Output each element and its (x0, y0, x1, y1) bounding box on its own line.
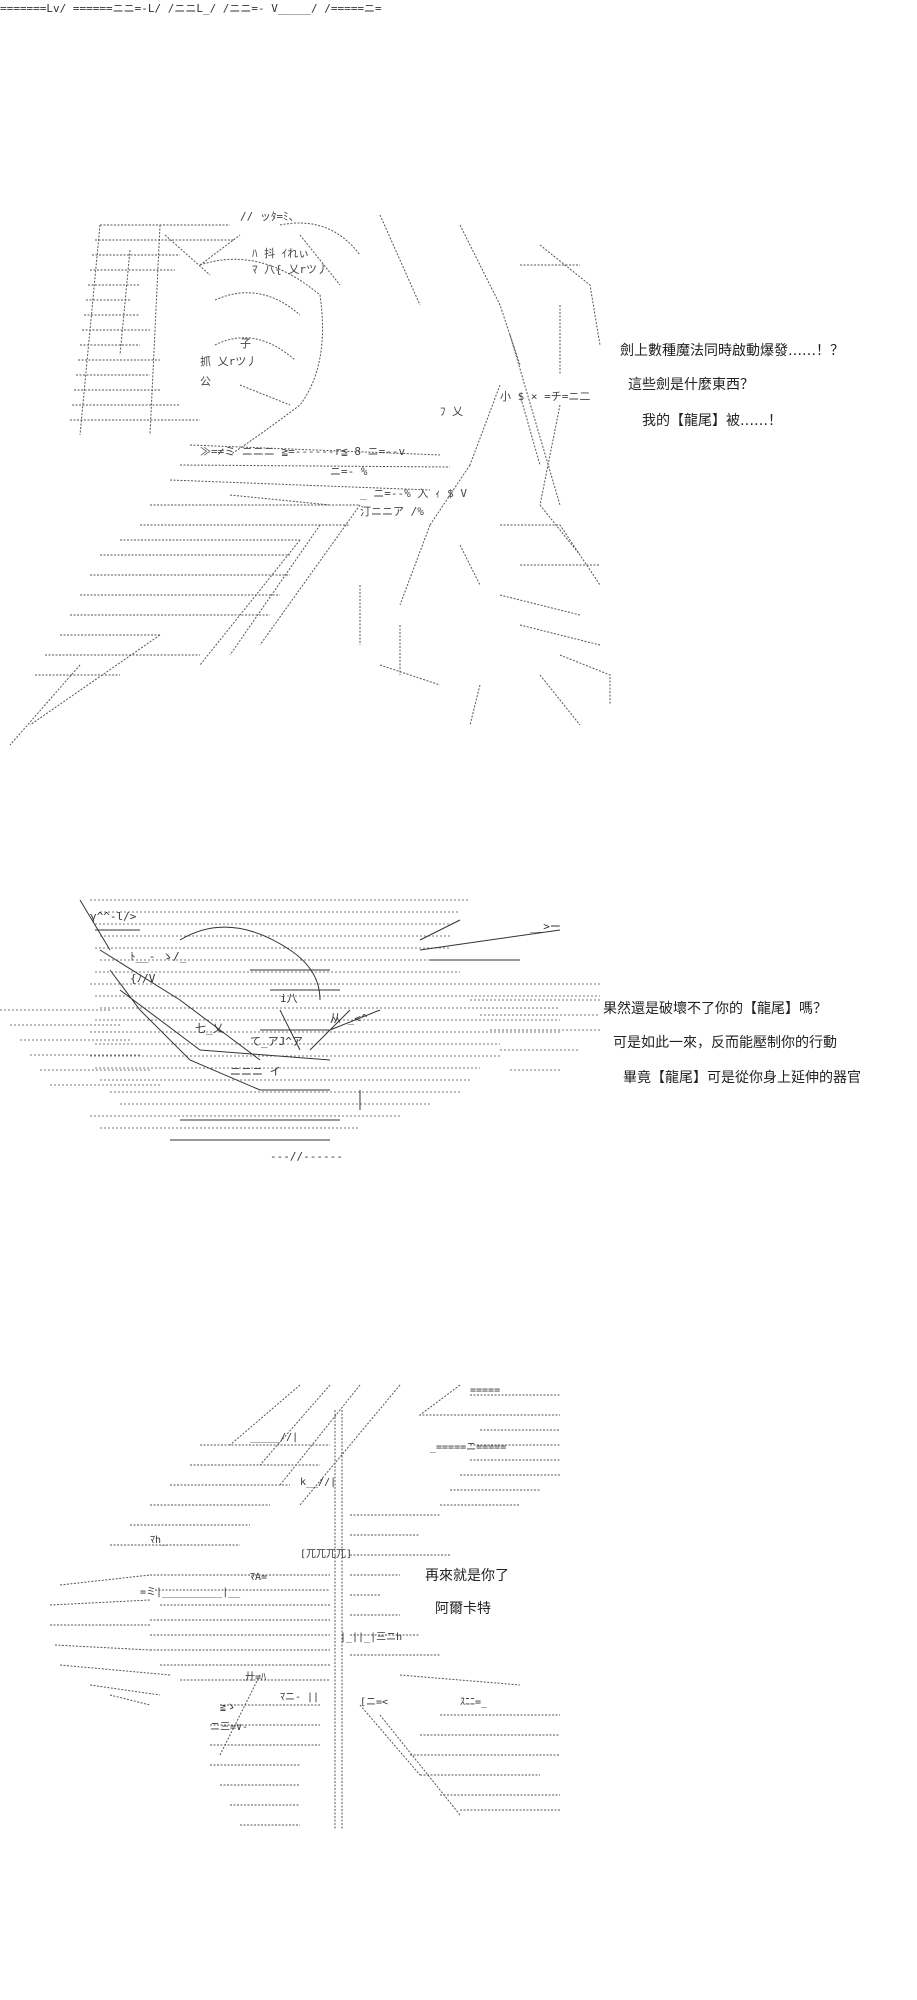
panel2-ascii-fragment: ---//------ (270, 1150, 343, 1163)
dialogue-line: 我的【龍尾】被……！ (642, 413, 782, 429)
panel3-ascii-fragment: ﾏA= (250, 1572, 267, 1583)
panel3-ascii-fragment: _=====ニ===== (430, 1442, 506, 1453)
panel1-ascii-fragment: ≫=≠ミ ニニニ ≧=------r≦ 8 ニ=--v (200, 445, 405, 458)
panel1-ascii-fragment: ニ=- % (330, 465, 368, 478)
panel3-ascii-fragment: k__//| (300, 1477, 336, 1488)
panel1-ascii-fragment: ﾊ 抖 ｲれぃ (252, 246, 309, 260)
dialogue-line: 果然還是破壞不了你的【龍尾】嗎？ (603, 1001, 827, 1017)
panel1-ascii-fragment: ﾏ 八{ 乂rツ丿 (252, 263, 328, 276)
panel-2: __>ー 七_乂 {ﾉ/V γ^^‐l/> ﾄ__‐ ゝ/_ i八 从 _<^ … (0, 890, 917, 1200)
panel2-ascii-fragment: ニニニ イ (230, 1065, 281, 1078)
panel3-ascii-fragment: ﾏニ- || (280, 1692, 319, 1703)
panel1-ascii-fragment: 子 (240, 337, 251, 350)
dialogue-line: 劍上數種魔法同時啟動爆發……！？ (620, 343, 844, 359)
panel2-ascii-fragment: γ^^‐l/> (90, 910, 137, 923)
panel3-ascii-fragment: ｽﾆﾆ=_ (460, 1697, 488, 1708)
panel3-ascii-fragment: =ミ|__________|__ (140, 1587, 241, 1598)
panel3-ascii-fragment: [ニ=< (360, 1697, 388, 1708)
dialogue-line: 再來就是你了 (425, 1568, 509, 1584)
panel2-ascii-fragment: {ﾉ/V (130, 972, 156, 985)
panel2-ascii-fragment: __>ー (530, 920, 561, 933)
panel1-ascii-fragment: ﾌ 乂 (440, 405, 463, 418)
panel1-ascii-fragment: 汀ニニア /% (360, 505, 424, 518)
panel1-ascii-fragment: 抓 乂rツ丿 (200, 354, 257, 368)
panel2-ascii-art: __>ー 七_乂 {ﾉ/V γ^^‐l/> ﾄ__‐ ゝ/_ i八 从 _<^ … (0, 890, 620, 1163)
dialogue-line: 阿爾卡特 (435, 1601, 491, 1617)
dialogue-line: 畢竟【龍尾】可是從你身上延伸的器官 (623, 1070, 861, 1086)
panel2-ascii-fragment: 七_乂 (195, 1022, 224, 1035)
panel2-ascii-fragment: て_アJ^ア (250, 1035, 303, 1048)
dialogue-line: 可是如此一來，反而能壓制你的行動 (613, 1035, 837, 1051)
panel1-ascii-fragment: _ ニ=--% 入 ｨ $ V (360, 487, 467, 500)
header-ascii-line: =======Lv/ ======ニニ=-L/ /ニニL_/ /ニニ=- V__… (0, 2, 382, 15)
panel3-ascii-fragment: ≧ゝ (220, 1702, 236, 1713)
panel2-ascii-fragment: 从 _<^ (330, 1012, 368, 1025)
panel3-ascii-fragment: ﾏh_ (150, 1535, 168, 1546)
panel3-ascii-fragment: _____//| (250, 1432, 298, 1443)
dialogue-line: 這些劍是什麼東西？ (628, 377, 754, 393)
panel2-ascii-fragment: ﾄ__‐ ゝ/_ (130, 950, 187, 963)
panel3-ascii-fragment: [兀兀兀兀] (300, 1549, 352, 1560)
panel3-ascii-fragment: ===== (470, 1385, 500, 1396)
panel2-ascii-fragment: i八 (280, 992, 298, 1005)
panel1-ascii-art: // ッﾀ=ﾐ、 ﾊ 抖 ｲれぃ ﾏ 八{ 乂rツ丿 抓 乂rツ丿 子 公 ≫=… (0, 210, 620, 725)
panel1-ascii-fragment: 公 (200, 375, 211, 388)
panel3-ascii-fragment: 廾=ﾊ (245, 1671, 266, 1683)
panel3-ascii-fragment: |_||_|三ニh (340, 1632, 402, 1643)
panel3-ascii-fragment: ニ三=∨- (210, 1722, 248, 1733)
panel1-ascii-fragment: 小 $ × =チ=ニ二 (500, 390, 590, 403)
panel-3: ===== _=====ニ===== _____//| k__//| [兀兀兀兀… (0, 1375, 917, 1835)
panel3-ascii-art: ===== _=====ニ===== _____//| k__//| [兀兀兀兀… (0, 1375, 600, 1835)
panel1-ascii-fragment: // ッﾀ=ﾐ、 (240, 210, 300, 223)
panel-1: // ッﾀ=ﾐ、 ﾊ 抖 ｲれぃ ﾏ 八{ 乂rツ丿 抓 乂rツ丿 子 公 ≫=… (0, 205, 917, 725)
